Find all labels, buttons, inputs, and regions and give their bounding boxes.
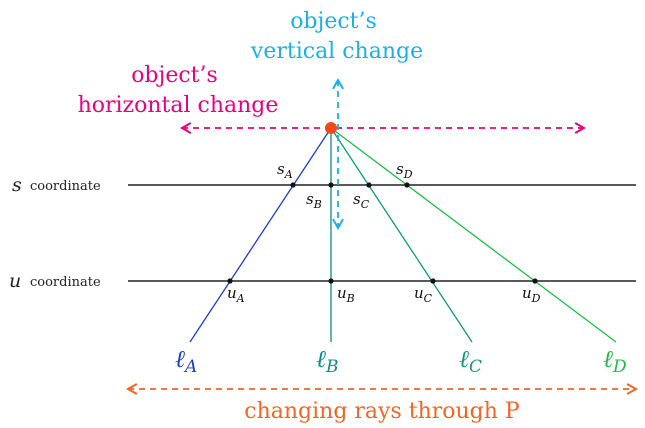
s-label-a: sA	[277, 160, 293, 181]
s-point-c	[366, 182, 372, 188]
s-label-c: sC	[353, 190, 370, 211]
u-point-d	[532, 278, 538, 284]
s-point-b	[328, 182, 334, 188]
svg-text:u: u	[9, 270, 21, 292]
horizontal-change-label: object’s horizontal change	[78, 63, 279, 118]
u-label-a: uA	[227, 284, 245, 305]
svg-text:coordinate: coordinate	[30, 179, 101, 194]
u-point-c	[430, 278, 436, 284]
ray-label-c: ℓC	[459, 345, 482, 377]
svg-text:s: s	[12, 174, 22, 196]
vertical-change-label: object’s vertical change	[250, 9, 423, 64]
s-point-d	[404, 182, 410, 188]
ray-label-a: ℓA	[175, 345, 197, 377]
ray-line-d	[330, 127, 617, 343]
u-label-c: uC	[414, 284, 433, 305]
object-point-p	[325, 122, 337, 134]
s-point-a	[290, 182, 296, 188]
s-label-d: sD	[396, 160, 413, 181]
s-axis-label: s coordinate	[12, 174, 101, 196]
ray-line-c	[330, 127, 473, 343]
ray-label-d: ℓD	[603, 345, 627, 377]
u-point-b	[328, 278, 334, 284]
ray-label-b: ℓB	[316, 345, 339, 377]
svg-text:coordinate: coordinate	[30, 275, 101, 290]
s-label-b: sB	[306, 190, 322, 211]
u-point-a	[227, 278, 233, 284]
u-label-d: uD	[522, 284, 541, 305]
u-label-b: uB	[337, 284, 355, 305]
ray-line-a	[189, 127, 332, 343]
u-axis-label: u coordinate	[9, 270, 101, 292]
changing-rays-label: changing rays through P	[244, 399, 520, 424]
